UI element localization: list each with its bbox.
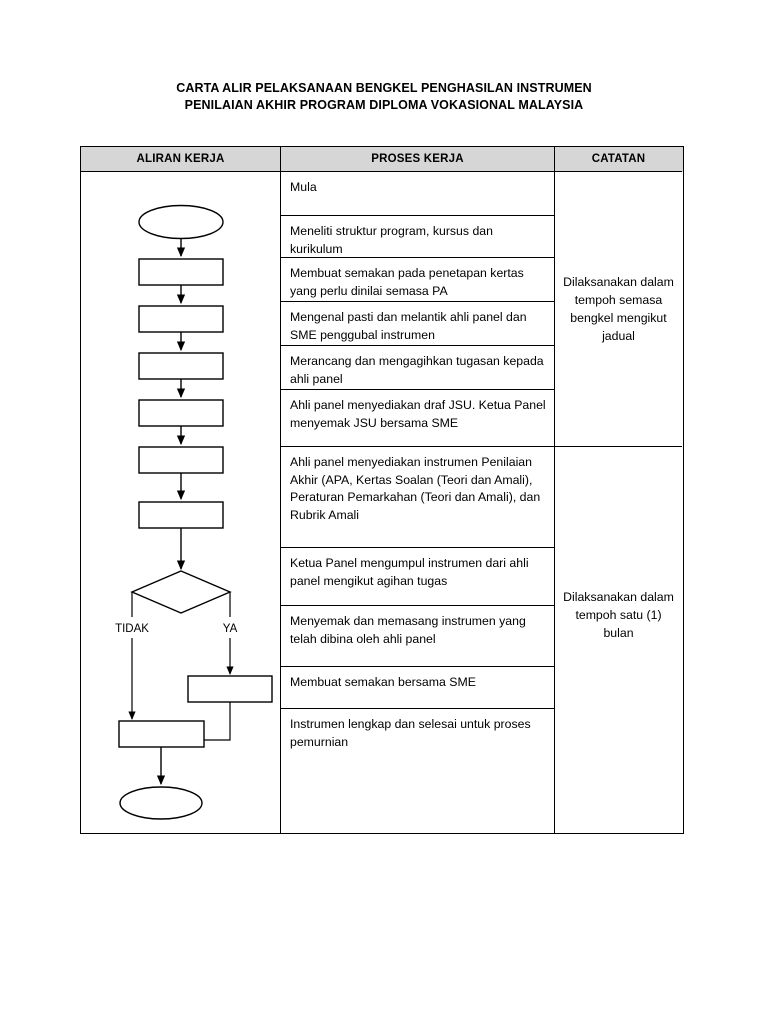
process-cell-5: Merancang dan mengagihkan tugasan kepada…: [281, 346, 554, 390]
catatan-column: Dilaksanakan dalam tempoh semasa bengkel…: [555, 172, 682, 833]
process-cell-8: Ketua Panel mengumpul instrumen dari ahl…: [281, 548, 554, 606]
flow-shape-process-merge: [118, 720, 205, 748]
flow-shape-process-rework: [187, 675, 273, 703]
process-cell-1: Mula: [281, 172, 554, 216]
column-header-proses-kerja: PROSES KERJA: [281, 147, 555, 172]
process-cell-7: Ahli panel menyediakan instrumen Penilai…: [281, 447, 554, 548]
flow-label-tidak: TIDAK: [115, 623, 149, 635]
flow-shape-process-4: [138, 399, 224, 427]
flow-shape-process-1: [138, 258, 224, 286]
process-cell-11: Instrumen lengkap dan selesai untuk pros…: [290, 717, 531, 749]
flow-shape-process-5: [138, 446, 224, 474]
column-header-catatan: CATATAN: [555, 147, 682, 172]
process-cell-4: Mengenal pasti dan melantik ahli panel d…: [281, 302, 554, 346]
flow-shape-decision-diamond: [130, 570, 232, 614]
flowchart-diagram: TIDAK YA: [115, 204, 273, 820]
process-cell-2: Meneliti struktur program, kursus dan ku…: [281, 216, 554, 258]
proses-kerja-column: Mula Meneliti struktur program, kursus d…: [281, 172, 555, 833]
process-cell-10: Membuat semakan bersama SME: [281, 667, 554, 709]
flow-shape-end-ellipse: [119, 786, 203, 820]
table-body: TIDAK YA Mula Meneliti struktur program,…: [81, 172, 683, 833]
process-cell-3: Membuat semakan pada penetapan kertas ya…: [281, 258, 554, 302]
aliran-kerja-column: TIDAK YA: [81, 172, 281, 833]
flow-shape-process-2: [138, 305, 224, 333]
flow-shape-start-ellipse: [138, 204, 224, 240]
column-header-aliran-kerja: ALIRAN KERJA: [81, 147, 281, 172]
process-cell-9: Menyemak dan memasang instrumen yang tel…: [281, 606, 554, 667]
process-cell-6: Ahli panel menyediakan draf JSU. Ketua P…: [281, 390, 554, 447]
flow-label-ya: YA: [223, 623, 238, 635]
table-header-row: ALIRAN KERJA PROSES KERJA CATATAN: [81, 147, 683, 172]
page-title-line-2: PENILAIAN AKHIR PROGRAM DIPLOMA VOKASION…: [184, 98, 584, 112]
flow-shape-process-6: [138, 501, 224, 529]
page-title-line-1: CARTA ALIR PELAKSANAAN BENGKEL PENGHASIL…: [176, 81, 592, 95]
flow-shape-process-3: [138, 352, 224, 380]
note-cell-1: Dilaksanakan dalam tempoh semasa bengkel…: [555, 172, 682, 447]
page-title: CARTA ALIR PELAKSANAAN BENGKEL PENGHASIL…: [0, 80, 768, 114]
flowchart-table: ALIRAN KERJA PROSES KERJA CATATAN: [80, 146, 684, 834]
note-cell-2: Dilaksanakan dalam tempoh satu (1) bulan: [563, 590, 674, 640]
